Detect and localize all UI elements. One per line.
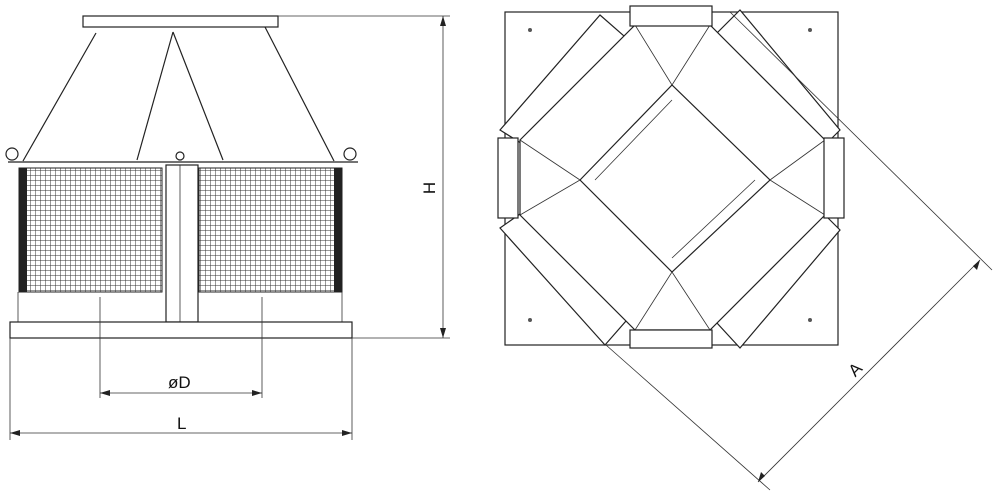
hood-cone <box>22 26 335 162</box>
grille-frame-right <box>334 168 342 292</box>
diameter-label: øD <box>168 373 191 392</box>
eye-bolt-center <box>175 151 185 161</box>
grille-left <box>18 167 163 293</box>
side-view <box>5 15 450 440</box>
bracket-bottom <box>629 329 713 349</box>
base-frame <box>9 321 353 339</box>
bracket-left <box>497 137 519 219</box>
diagonal-extension-top <box>729 11 993 271</box>
center-post <box>165 164 199 323</box>
grille-right <box>198 167 343 293</box>
height-label: H <box>420 181 440 195</box>
diagonal-dimension-line <box>757 259 981 483</box>
eye-bolt-right <box>343 147 357 161</box>
diagonal-extension-bottom <box>605 344 771 491</box>
bracket-right <box>823 137 845 219</box>
bracket-top <box>629 5 713 27</box>
grille-frame-left <box>19 168 27 292</box>
top-plate <box>82 15 279 28</box>
top-view <box>497 5 993 491</box>
length-label: L <box>177 414 187 433</box>
eye-bolt-left <box>5 147 19 161</box>
